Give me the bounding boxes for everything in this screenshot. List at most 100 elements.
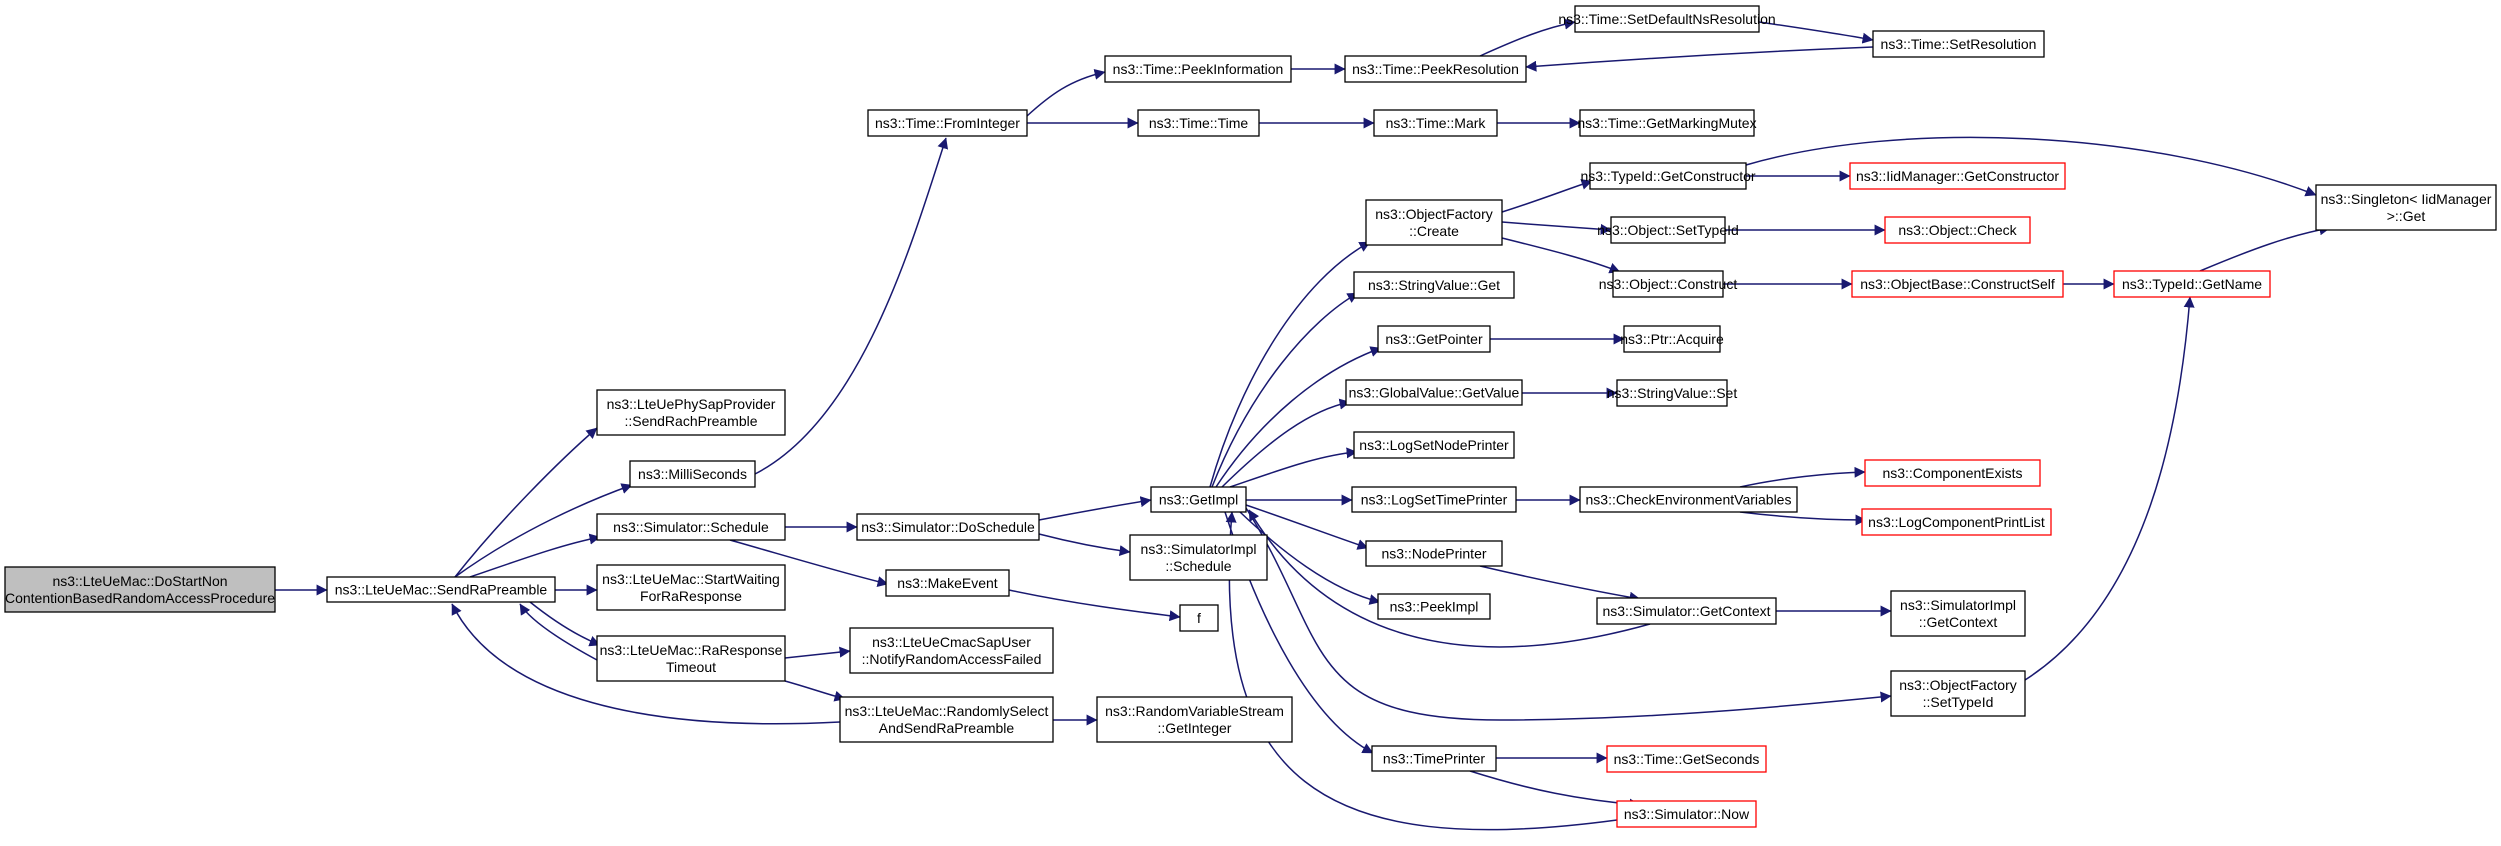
node-peekimpl[interactable]: ns3::PeekImpl — [1377, 593, 1491, 620]
node-box — [1589, 162, 1747, 190]
node-getpointer[interactable]: ns3::GetPointer — [1377, 325, 1491, 353]
node-objsettypeid[interactable]: ns3::Object::SetTypeId — [1597, 216, 1739, 244]
node-timeprinter[interactable]: ns3::TimePrinter — [1371, 745, 1497, 772]
node-peekres[interactable]: ns3::Time::PeekResolution — [1344, 55, 1527, 83]
node-label: ns3::Time::Time — [1149, 115, 1249, 131]
node-strvalset[interactable]: ns3::StringValue::Set — [1607, 379, 1738, 407]
node-objcheck[interactable]: ns3::Object::Check — [1884, 216, 2031, 244]
node-label: Timeout — [666, 659, 716, 675]
node-label: ns3::Time::GetMarkingMutex — [1577, 115, 1756, 131]
edge-makeevent-to-f — [1008, 589, 1181, 622]
node-label: ::NotifyRandomAccessFailed — [862, 651, 1042, 667]
node-sendrapre[interactable]: ns3::LteUeMac::SendRaPreamble — [326, 576, 556, 603]
edge-sendrapre-to-schedule — [469, 533, 601, 578]
node-label: ns3::LteUeMac::RandomlySelect — [845, 703, 1049, 719]
node-time[interactable]: ns3::Time::Time — [1137, 109, 1260, 137]
node-doschedule[interactable]: ns3::Simulator::DoSchedule — [856, 513, 1040, 541]
node-peekinfo[interactable]: ns3::Time::PeekInformation — [1104, 55, 1292, 83]
node-singleton[interactable]: ns3::Singleton< IidManager>::Get — [2315, 184, 2497, 231]
node-typeidgetcons[interactable]: ns3::TypeId::GetConstructor — [1580, 162, 1756, 190]
node-mark[interactable]: ns3::Time::Mark — [1373, 109, 1498, 137]
node-getmutex[interactable]: ns3::Time::GetMarkingMutex — [1577, 109, 1757, 137]
node-box — [867, 109, 1028, 137]
node-schedule[interactable]: ns3::Simulator::Schedule — [596, 513, 786, 541]
node-box — [1137, 109, 1260, 137]
edge-getimpl-to-getpointer — [1215, 346, 1382, 488]
node-fromint[interactable]: ns3::Time::FromInteger — [867, 109, 1028, 137]
node-logtime[interactable]: ns3::LogSetTimePrinter — [1351, 486, 1517, 513]
node-strvalget[interactable]: ns3::StringValue::Get — [1353, 271, 1515, 299]
node-label: ns3::LogSetNodePrinter — [1359, 437, 1509, 453]
node-objconstruct[interactable]: ns3::Object::Construct — [1599, 270, 1738, 298]
node-label: ForRaResponse — [640, 588, 742, 604]
node-label: ::GetInteger — [1158, 720, 1232, 736]
node-label: ns3::Object::SetTypeId — [1597, 222, 1739, 238]
edge-getimpl-to-strvalget — [1211, 292, 1359, 488]
node-ptracq[interactable]: ns3::Ptr::Acquire — [1620, 325, 1724, 353]
node-label: ns3::SimulatorImpl — [1900, 597, 2016, 613]
node-label: ns3::ObjectFactory — [1899, 677, 2017, 693]
node-label: ns3::LteUePhySapProvider — [607, 396, 776, 412]
node-compexists[interactable]: ns3::ComponentExists — [1864, 459, 2041, 487]
node-box — [1890, 590, 2026, 637]
node-randsel[interactable]: ns3::LteUeMac::RandomlySelectAndSendRaPr… — [839, 696, 1054, 743]
node-logcomp[interactable]: ns3::LogComponentPrintList — [1861, 508, 2052, 536]
node-label: ns3::TypeId::GetConstructor — [1580, 168, 1755, 184]
node-typeidgetname[interactable]: ns3::TypeId::GetName — [2113, 270, 2271, 298]
node-simnow[interactable]: ns3::Simulator::Now — [1616, 800, 1757, 828]
node-label: ::SendRachPreamble — [624, 413, 757, 429]
node-simimplctx[interactable]: ns3::SimulatorImpl::GetContext — [1890, 590, 2026, 637]
node-box — [1365, 540, 1503, 567]
edge-getimpl-to-objfcreate — [1209, 241, 1371, 488]
edge-peekres-to-setdefns — [1479, 18, 1576, 57]
edge-objfcreate-to-objconstruct — [1501, 237, 1621, 274]
node-constructself[interactable]: ns3::ObjectBase::ConstructSelf — [1851, 270, 2064, 298]
node-label: >::Get — [2387, 208, 2426, 224]
node-notify[interactable]: ns3::LteUeCmacSapUser::NotifyRandomAcces… — [849, 627, 1054, 674]
node-label: ::GetContext — [1919, 614, 1998, 630]
node-box — [326, 576, 556, 603]
node-getimpl[interactable]: ns3::GetImpl — [1150, 486, 1247, 513]
node-getcontext[interactable]: ns3::Simulator::GetContext — [1596, 597, 1777, 625]
node-box — [629, 460, 756, 488]
node-box — [1351, 486, 1517, 513]
node-label: ns3::ObjectFactory — [1375, 206, 1493, 222]
node-label: ns3::StringValue::Set — [1607, 385, 1738, 401]
node-lognode[interactable]: ns3::LogSetNodePrinter — [1353, 431, 1515, 459]
edge-raresp-to-sendrapre — [519, 603, 598, 661]
node-label: ns3::Time::SetResolution — [1881, 36, 2037, 52]
node-millisec[interactable]: ns3::MilliSeconds — [629, 460, 756, 488]
node-simimplsched[interactable]: ns3::SimulatorImpl::Schedule — [1129, 534, 1268, 581]
node-label: ns3::LteUeMac::SendRaPreamble — [335, 582, 548, 598]
node-setres[interactable]: ns3::Time::SetResolution — [1872, 30, 2045, 58]
node-box — [1864, 459, 2041, 487]
node-nodeprinter[interactable]: ns3::NodePrinter — [1365, 540, 1503, 567]
node-sendrach[interactable]: ns3::LteUePhySapProvider::SendRachPreamb… — [596, 389, 786, 436]
node-label: ns3::Time::FromInteger — [875, 115, 1020, 131]
node-checkenv[interactable]: ns3::CheckEnvironmentVariables — [1579, 486, 1798, 513]
node-label: ns3::TimePrinter — [1383, 751, 1486, 767]
node-objfcreate[interactable]: ns3::ObjectFactory::Create — [1365, 199, 1503, 246]
node-makeevent[interactable]: ns3::MakeEvent — [885, 569, 1010, 597]
node-box — [1616, 379, 1728, 407]
node-objfsettypeid[interactable]: ns3::ObjectFactory::SetTypeId — [1890, 670, 2026, 717]
node-label: ns3::LteUeMac::RaResponse — [600, 642, 783, 658]
node-getseconds[interactable]: ns3::Time::GetSeconds — [1606, 745, 1767, 773]
node-iidgetcons[interactable]: ns3::IidManager::GetConstructor — [1849, 162, 2066, 190]
node-getint[interactable]: ns3::RandomVariableStream::GetInteger — [1096, 696, 1293, 743]
node-setdefns[interactable]: ns3::Time::SetDefaultNsResolution — [1558, 5, 1776, 33]
node-label: AndSendRaPreamble — [879, 720, 1015, 736]
node-label: ns3::Object::Check — [1898, 222, 2017, 238]
edge-sendrapre-to-raresp — [529, 601, 601, 647]
node-f[interactable]: f — [1179, 604, 1219, 632]
node-label: ::Schedule — [1165, 558, 1231, 574]
node-label: ns3::RandomVariableStream — [1105, 703, 1284, 719]
node-label: ns3::GetPointer — [1385, 331, 1483, 347]
node-box — [596, 635, 786, 682]
node-label: ns3::Object::Construct — [1599, 276, 1738, 292]
node-label: ns3::Time::PeekResolution — [1352, 61, 1519, 77]
node-box — [1890, 670, 2026, 717]
node-globalval[interactable]: ns3::GlobalValue::GetValue — [1345, 379, 1523, 406]
